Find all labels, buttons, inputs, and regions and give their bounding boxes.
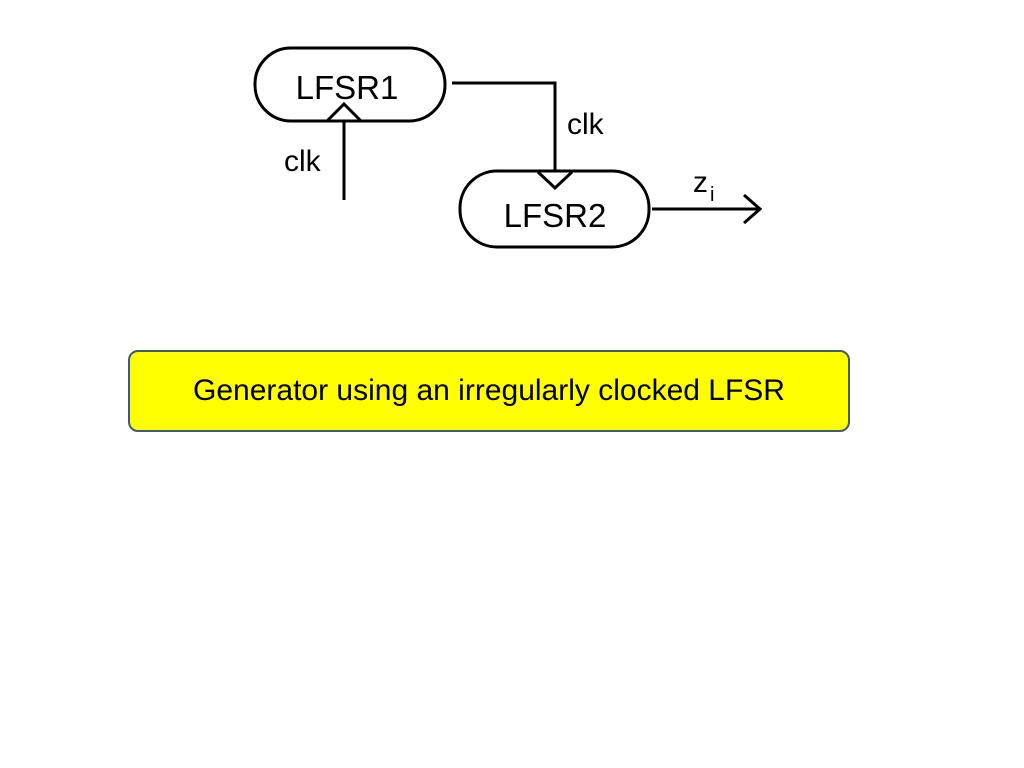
lfsr1-block [253,46,447,123]
lfsr1-clock-triangle [325,101,363,123]
output-arrow-head [743,193,763,225]
lfsr2-block [458,169,651,249]
clk-link-line [452,81,557,172]
clk-input-label: clk [284,145,322,178]
caption-text: Generator using an irregularly clocked L… [193,374,785,407]
lfsr1-label: LFSR1 [296,69,399,106]
lfsr2-label: LFSR2 [504,197,607,234]
output-label-subscript: i [710,184,714,206]
caption-box: Generator using an irregularly clocked L… [128,350,850,432]
output-label-main: z [693,166,708,199]
clk-link-label: clk [567,108,605,141]
lfsr2-clock-triangle [536,170,574,191]
